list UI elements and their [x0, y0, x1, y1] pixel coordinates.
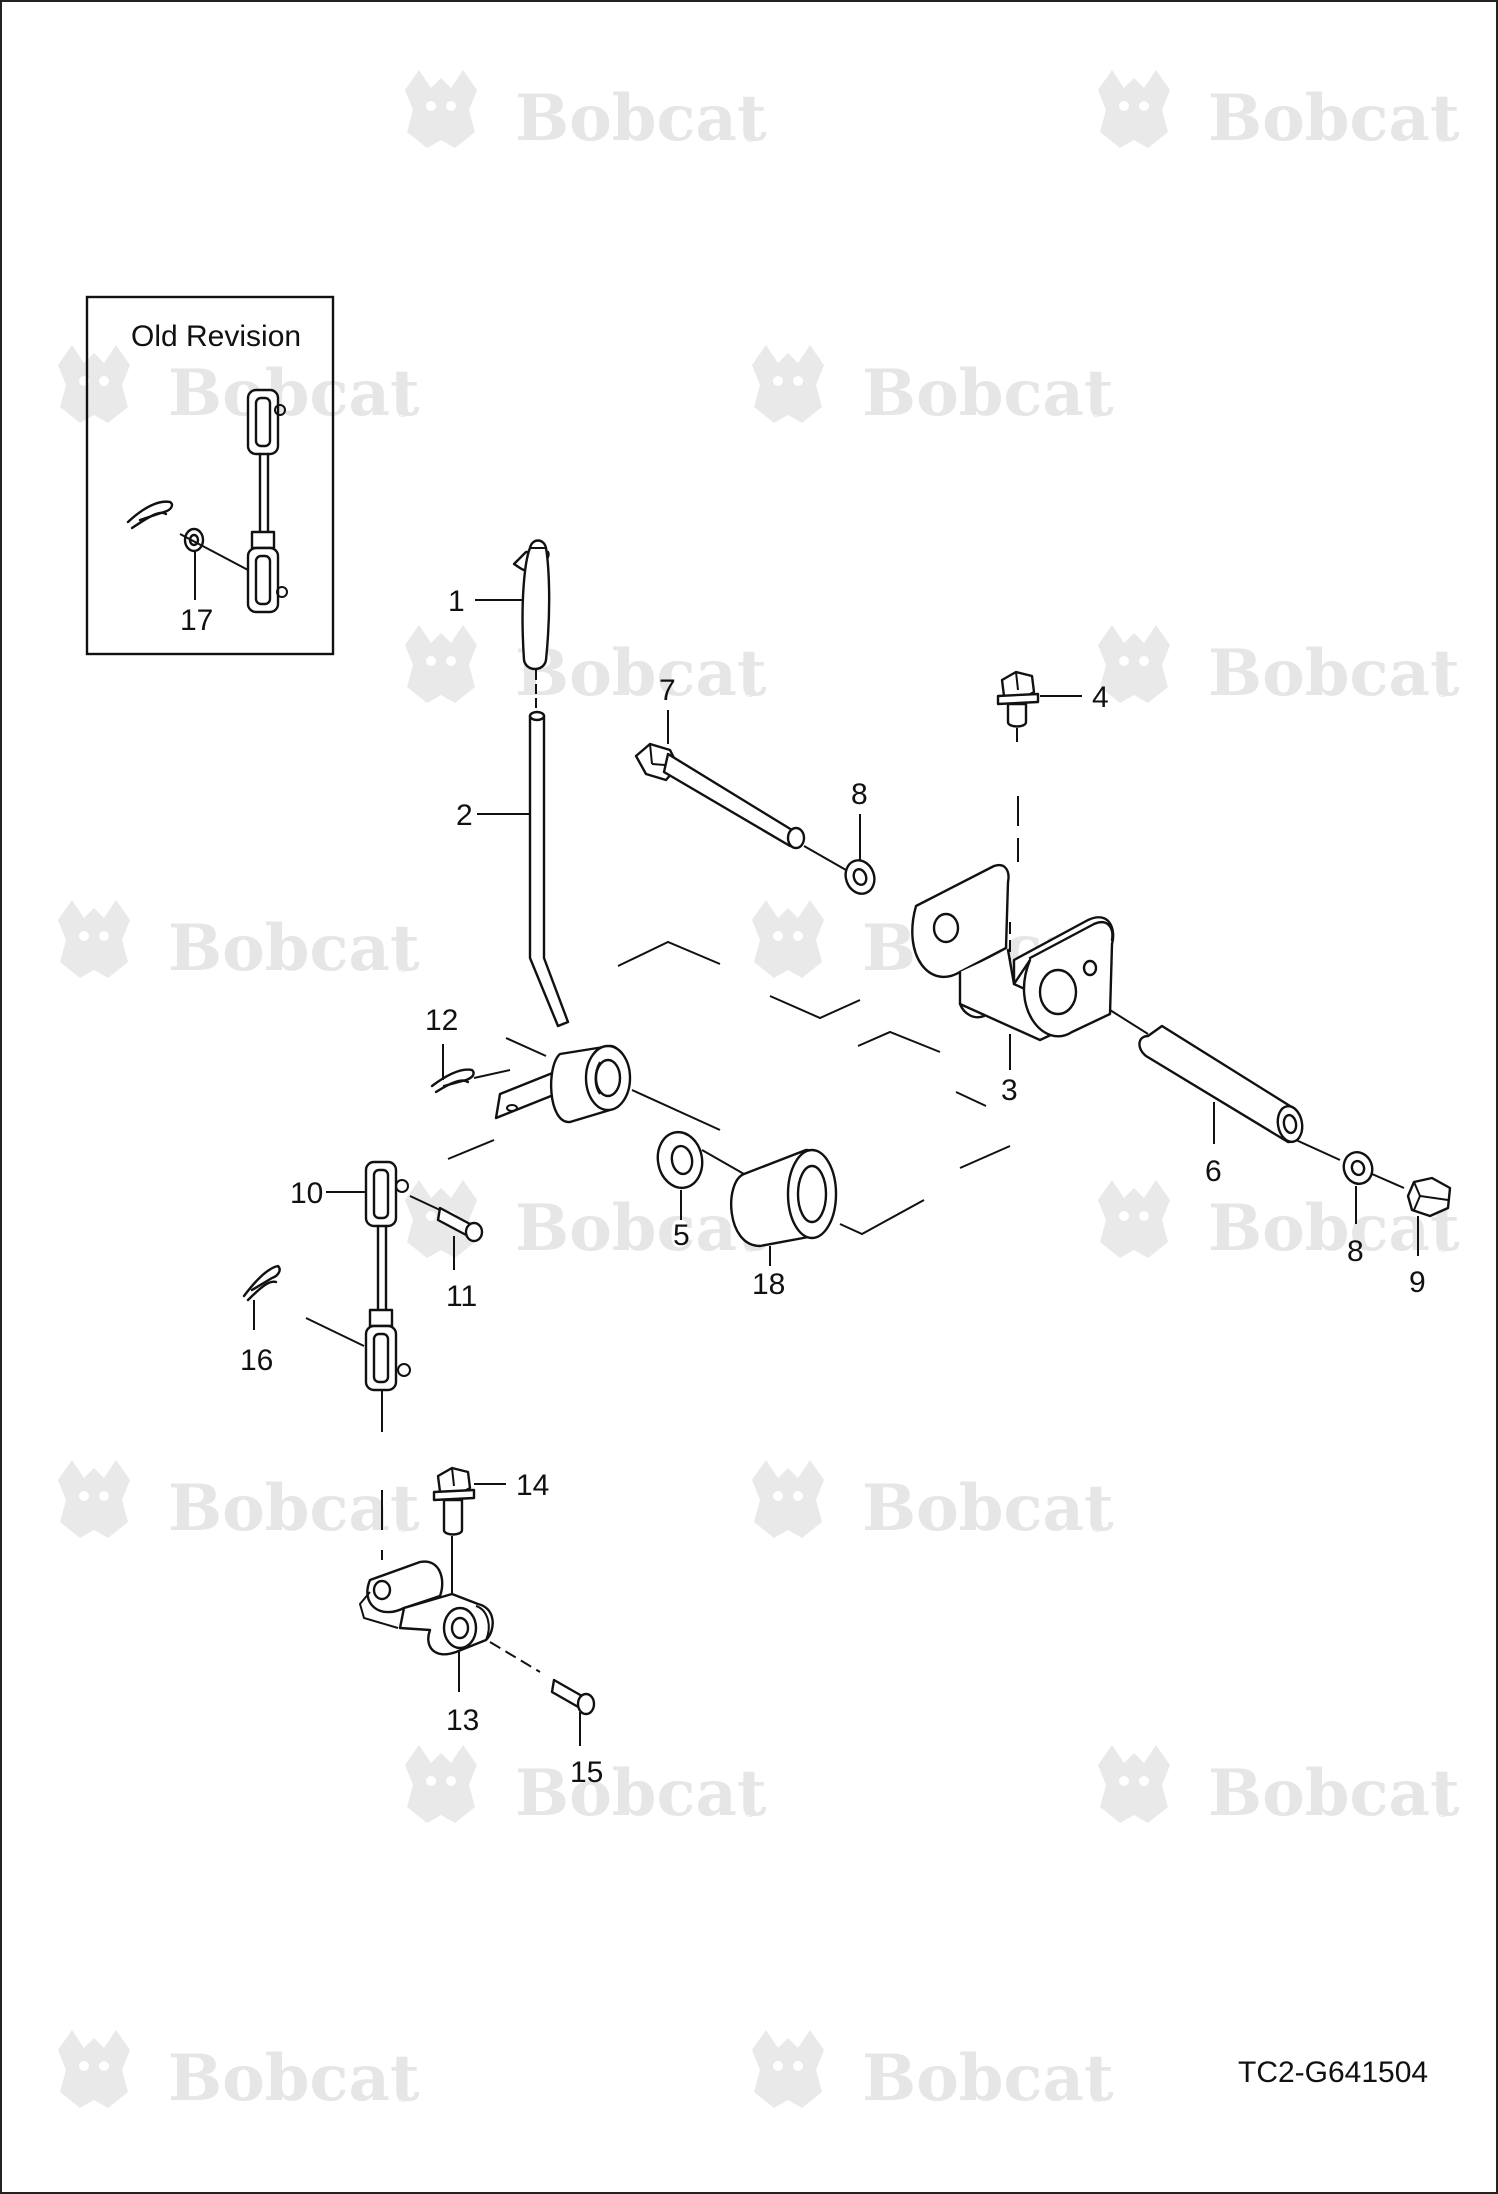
callout-11: 11 — [446, 1280, 477, 1313]
hair-pin-icon: 12 — [425, 1004, 511, 1094]
watermark-brand-text: Bobcat — [862, 356, 1114, 431]
watermark-brand-text: Bobcat — [515, 636, 767, 711]
bobcat-watermark-logo: Bobcat® — [405, 1180, 767, 1266]
callout-10: 10 — [290, 1177, 323, 1210]
hair-pin-lower-icon: 16 — [240, 1264, 281, 1377]
watermark-brand-text: Bobcat — [862, 2041, 1114, 2116]
clevis-pin-upper-icon: 11 — [409, 1195, 484, 1313]
bobcat-watermark-logo: Bobcat® — [58, 345, 420, 431]
watermark-brand-text: Bobcat — [515, 1756, 767, 1831]
drawing-number: TC2-G641504 — [1238, 2056, 1428, 2089]
bobcat-watermark-logo: Bobcat® — [1098, 625, 1460, 711]
flat-washer-lower-icon: 8 — [1295, 1139, 1405, 1268]
long-bolt-icon: 7 — [634, 674, 806, 850]
bobcat-watermark-logo: Bobcat® — [58, 2030, 420, 2116]
watermark-registered-mark: ® — [1090, 405, 1104, 421]
watermark-brand-text: Bobcat — [168, 1471, 420, 1546]
callout-13: 13 — [446, 1704, 479, 1737]
callout-8-lower: 8 — [1347, 1235, 1364, 1268]
flat-washer-upper-icon: 8 — [803, 778, 876, 895]
callout-14: 14 — [516, 1469, 549, 1502]
flange-bolt-lower-icon: 14 — [432, 1466, 549, 1610]
watermark-registered-mark: ® — [1090, 1520, 1104, 1536]
watermark-brand-text: Bobcat — [168, 356, 420, 431]
watermark-brand-text: Bobcat — [862, 1471, 1114, 1546]
watermark-brand-text: Bobcat — [1208, 81, 1460, 156]
inset-title: Old Revision — [131, 320, 301, 353]
callout-6: 6 — [1205, 1155, 1222, 1188]
watermark-registered-mark: ® — [1436, 1805, 1450, 1821]
bobcat-watermark-logo: Bobcat® — [752, 345, 1114, 431]
hex-nut-icon: 9 — [1406, 1176, 1452, 1299]
callout-15: 15 — [570, 1756, 603, 1789]
watermark-registered-mark: ® — [396, 405, 410, 421]
spacer-sleeve-icon: 18 — [701, 1148, 925, 1301]
callout-4: 4 — [1092, 681, 1109, 714]
watermark-registered-mark: ® — [743, 130, 757, 146]
bobcat-watermark-logo: Bobcat® — [1098, 70, 1460, 156]
inset-old-revision: Old Revision 17 — [85, 295, 335, 656]
bobcat-watermark-logo: Bobcat® — [58, 1460, 420, 1546]
bobcat-watermark-logo: Bobcat® — [58, 900, 420, 986]
callout-3: 3 — [1001, 1074, 1018, 1107]
link-rod-assembly-icon: 10 — [290, 1160, 411, 1432]
bobcat-watermark-logo: Bobcat® — [1098, 1180, 1460, 1266]
watermark-registered-mark: ® — [1436, 1240, 1450, 1256]
bobcat-watermark-logo: Bobcat® — [405, 625, 767, 711]
watermark-brand-text: Bobcat — [515, 1191, 767, 1266]
thrust-washer-icon: 5 — [656, 1130, 704, 1252]
flange-bolt-icon: 4 — [996, 670, 1109, 742]
callout-18: 18 — [752, 1268, 785, 1301]
bobcat-watermark-logo: Bobcat® — [405, 70, 767, 156]
watermark-registered-mark: ® — [1436, 685, 1450, 701]
watermark-brand-text: Bobcat — [1208, 636, 1460, 711]
old-revision-washer-icon — [179, 527, 249, 571]
watermark-brand-text: Bobcat — [515, 81, 767, 156]
callout-12: 12 — [425, 1004, 458, 1037]
mounting-bracket-icon: 3 — [911, 796, 1115, 1107]
callout-7: 7 — [659, 674, 676, 707]
watermark-registered-mark: ® — [396, 2090, 410, 2106]
watermark-brand-text: Bobcat — [168, 2041, 420, 2116]
handle-knob-icon: 1 — [448, 539, 551, 671]
bobcat-watermark-logo: Bobcat® — [752, 2030, 1114, 2116]
watermark-registered-mark: ® — [743, 1805, 757, 1821]
watermark-brand-text: Bobcat — [168, 911, 420, 986]
callout-16: 16 — [240, 1344, 273, 1377]
lever-shaft-icon: 2 — [456, 670, 570, 1028]
watermark-brand-text: Bobcat — [1208, 1756, 1460, 1831]
clevis-pin-lower-icon: 15 — [550, 1678, 603, 1789]
pivot-lever-hub-icon — [447, 1044, 721, 1160]
watermark-registered-mark: ® — [1436, 130, 1450, 146]
watermark-registered-mark: ® — [396, 1520, 410, 1536]
callout-17: 17 — [180, 604, 213, 637]
callout-9: 9 — [1409, 1266, 1426, 1299]
bobcat-watermark-logo: Bobcat® — [405, 1745, 767, 1831]
watermark-layer: Bobcat®Bobcat®Bobcat®Bobcat®Bobcat®Bobca… — [58, 70, 1460, 2116]
callout-8-upper: 8 — [851, 778, 868, 811]
old-revision-link-rod-icon — [246, 388, 288, 614]
watermark-registered-mark: ® — [743, 685, 757, 701]
callout-1: 1 — [448, 585, 465, 618]
watermark-registered-mark: ® — [1090, 2090, 1104, 2106]
bobcat-watermark-logo: Bobcat® — [1098, 1745, 1460, 1831]
watermark-registered-mark: ® — [396, 960, 410, 976]
spacer-tube-icon: 6 — [1109, 1009, 1304, 1188]
pivot-bracket-icon: 13 — [358, 1490, 541, 1737]
bobcat-watermark-logo: Bobcat® — [752, 1460, 1114, 1546]
callout-2: 2 — [456, 799, 473, 832]
assembly-guide-lines — [505, 940, 1011, 1169]
old-revision-hair-pin-icon — [126, 500, 174, 530]
callout-5: 5 — [673, 1219, 690, 1252]
